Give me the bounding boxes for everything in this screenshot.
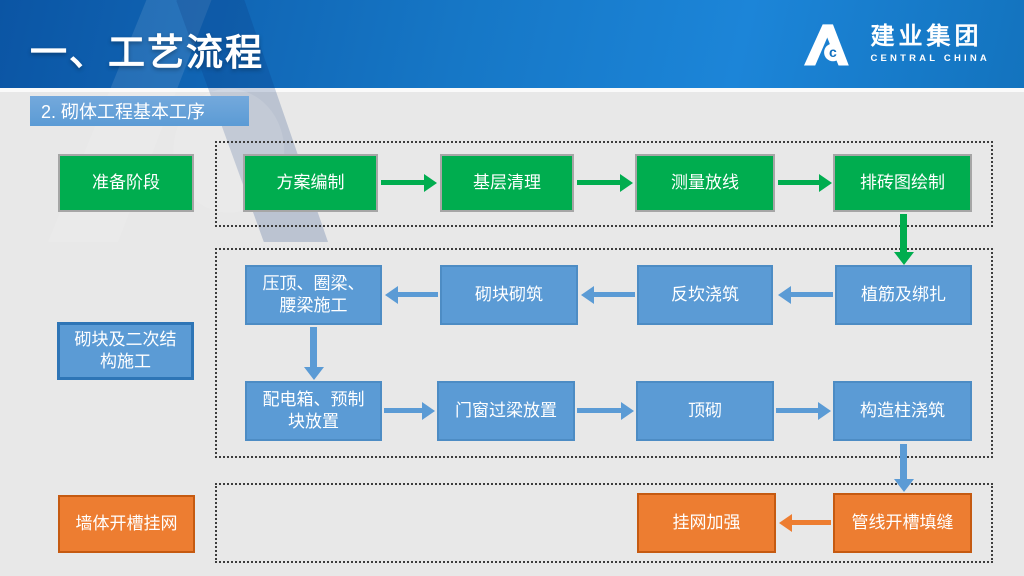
stage-label-wall-groove-mesh: 墙体开槽挂网: [58, 495, 195, 553]
arrow-right-icon: [384, 408, 422, 413]
arrow-down-icon: [900, 444, 907, 480]
step-coping-ring-beam: 压顶、圈梁、 腰梁施工: [245, 265, 382, 325]
brand-tagline: CENTRAL CHINA: [870, 52, 990, 64]
header: 一、工艺流程 c 建业集团 CENTRAL CHINA: [0, 0, 1024, 242]
step-upstand-pouring: 反坎浇筑: [637, 265, 773, 325]
step-brick-layout-drawing: 排砖图绘制: [833, 154, 972, 212]
svg-text:c: c: [829, 44, 837, 60]
arrow-left-icon: [594, 292, 635, 297]
group-wall-mesh-frame: [215, 483, 993, 563]
step-block-masonry: 砌块砌筑: [440, 265, 578, 325]
section-subtitle: 2. 砌体工程基本工序: [30, 96, 249, 126]
step-scheme-compilation: 方案编制: [243, 154, 378, 212]
group-preparation-frame: [215, 141, 993, 227]
step-mesh-reinforcement: 挂网加强: [637, 493, 776, 553]
brand-logo-icon: c: [804, 24, 850, 66]
arrow-left-icon: [398, 292, 438, 297]
step-top-masonry: 顶砌: [636, 381, 774, 441]
step-distribution-box-precast: 配电箱、预制 块放置: [245, 381, 382, 441]
step-pipe-groove-filling: 管线开槽填缝: [833, 493, 972, 553]
brand-name: 建业集团: [870, 23, 983, 51]
step-door-window-lintel: 门窗过梁放置: [437, 381, 575, 441]
arrow-right-icon: [577, 408, 621, 413]
arrow-down-icon: [310, 327, 317, 368]
step-base-cleaning: 基层清理: [440, 154, 574, 212]
step-structural-column-pouring: 构造柱浇筑: [833, 381, 972, 441]
arrow-down-icon: [900, 214, 907, 253]
step-survey-layout: 测量放线: [635, 154, 775, 212]
arrow-right-icon: [381, 180, 424, 185]
arrow-right-icon: [778, 180, 819, 185]
stage-label-preparation: 准备阶段: [58, 154, 194, 212]
brand-text: 建业集团 CENTRAL CHINA: [870, 24, 990, 63]
brand-logo: c 建业集团 CENTRAL CHINA: [804, 22, 990, 66]
group-masonry-frame: [215, 248, 993, 458]
arrow-right-icon: [776, 408, 818, 413]
stage-label-masonry-secondary: 砌块及二次结 构施工: [57, 322, 194, 380]
arrow-right-icon: [577, 180, 620, 185]
step-rebar-planting-tying: 植筋及绑扎: [835, 265, 972, 325]
page-title: 一、工艺流程: [30, 32, 264, 73]
arrow-left-icon: [791, 292, 833, 297]
arrow-left-icon: [792, 520, 831, 525]
